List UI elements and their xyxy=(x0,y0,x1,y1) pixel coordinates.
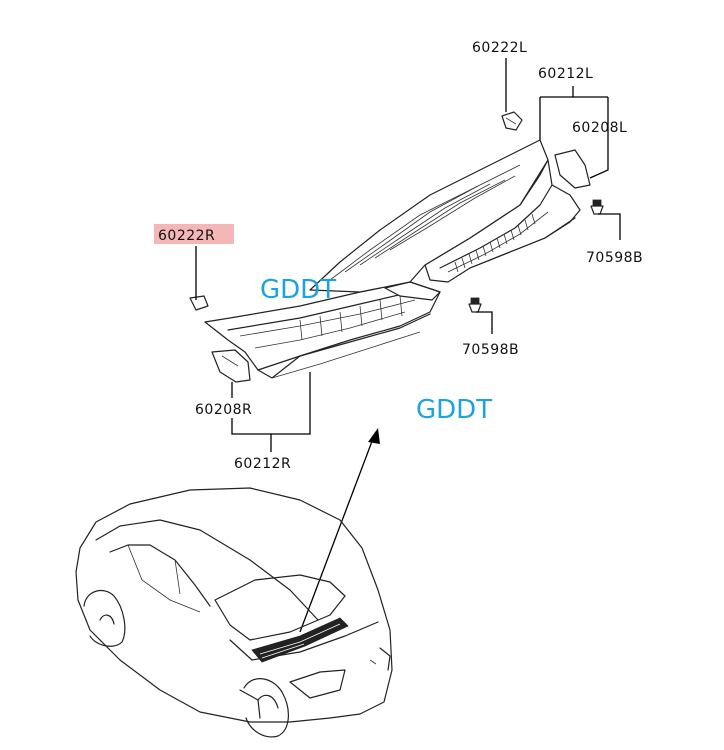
pointer-arrow xyxy=(299,428,380,633)
clip-60222r xyxy=(189,295,209,311)
label-60212l: 60212L xyxy=(538,66,593,82)
car-illustration xyxy=(75,487,393,738)
label-70598b-mid: 70598B xyxy=(462,342,519,358)
label-60212r: 60212R xyxy=(234,456,291,472)
grommet-mid xyxy=(468,297,482,313)
grille-slots xyxy=(454,213,536,273)
label-60222l: 60222L xyxy=(472,40,527,56)
watermark-gddt-2: GDDT xyxy=(416,395,492,425)
seal-60208r xyxy=(211,349,251,383)
watermark-gddt-1: GDDT xyxy=(260,275,336,305)
cowl-grille-panel xyxy=(309,139,591,293)
label-60222r: 60222R xyxy=(158,228,215,244)
clip-60222l xyxy=(501,111,523,131)
leader-lines xyxy=(195,58,621,452)
highlight-60222r xyxy=(154,224,234,244)
label-70598b-right: 70598B xyxy=(586,250,643,266)
label-60208r: 60208R xyxy=(195,402,252,418)
label-60208l: 60208L xyxy=(572,120,627,136)
grommet-right xyxy=(590,199,604,215)
